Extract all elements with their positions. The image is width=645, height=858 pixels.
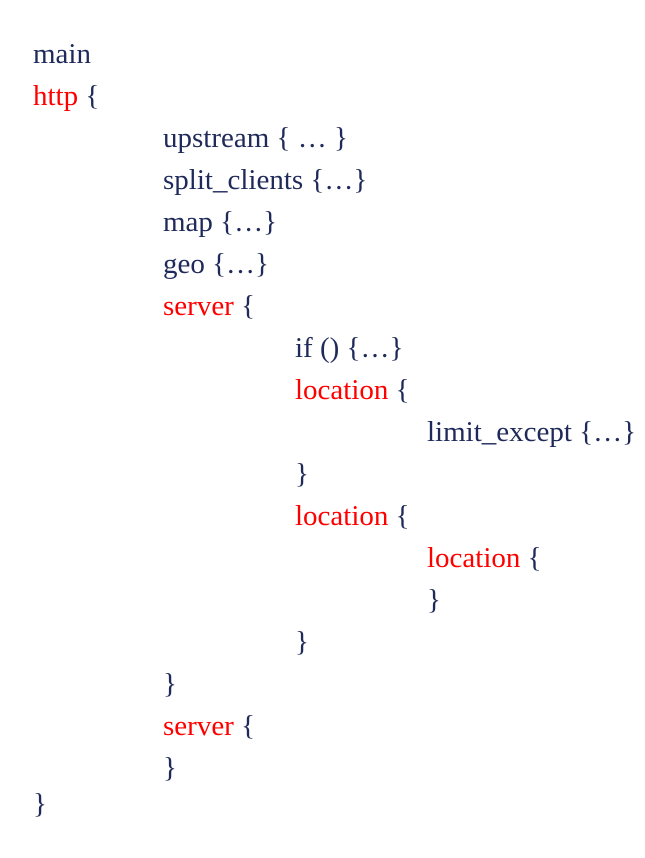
keyword-server: server: [163, 710, 234, 742]
line-location-nested-open: location {: [398, 504, 542, 574]
line-location-nested-close: }: [398, 546, 441, 616]
keyword-location: location: [427, 542, 521, 574]
line-text: geo {…}: [163, 248, 269, 280]
line-http-close: }: [4, 750, 47, 820]
line-text: {: [233, 710, 256, 742]
line-map: map {…}: [134, 168, 277, 238]
line-location-open-1: location {: [266, 336, 410, 406]
line-http-open: http {: [4, 42, 99, 112]
line-if: if () {…}: [266, 294, 403, 364]
line-text: }: [163, 668, 177, 700]
line-text: map {…}: [163, 206, 278, 238]
nginx-config-hierarchy: main http { upstream { … } split_clients…: [4, 0, 636, 820]
line-text: {: [388, 374, 410, 406]
line-text: {: [78, 80, 100, 112]
line-text: }: [33, 788, 47, 820]
line-text: if () {…}: [295, 332, 404, 364]
line-text: }: [163, 752, 177, 784]
line-text: }: [295, 626, 309, 658]
line-text: {: [520, 542, 542, 574]
line-server-open: server {: [134, 252, 255, 322]
keyword-location: location: [295, 374, 389, 406]
line-text: main: [33, 38, 91, 70]
line-upstream: upstream { … }: [134, 84, 348, 154]
line-text: {: [233, 290, 256, 322]
keyword-http: http: [33, 80, 79, 112]
line-text: upstream { … }: [163, 122, 348, 154]
line-location-open-2: location {: [266, 462, 410, 532]
line-split-clients: split_clients {…}: [134, 126, 367, 196]
line-server-close-1: }: [134, 630, 177, 700]
line-location-close-2: }: [266, 588, 309, 658]
line-main: main: [4, 0, 91, 70]
line-server-open-2: server {: [134, 672, 255, 742]
line-text: split_clients {…}: [163, 164, 368, 196]
line-text: }: [295, 458, 309, 490]
keyword-location: location: [295, 500, 389, 532]
line-text: limit_except {…}: [427, 416, 637, 448]
line-location-close-1: }: [266, 420, 309, 490]
keyword-server: server: [163, 290, 234, 322]
line-server-close-2: }: [134, 714, 177, 784]
line-geo: geo {…}: [134, 210, 269, 280]
line-text: }: [427, 584, 441, 616]
line-limit-except: limit_except {…}: [398, 378, 636, 448]
line-text: {: [388, 500, 410, 532]
